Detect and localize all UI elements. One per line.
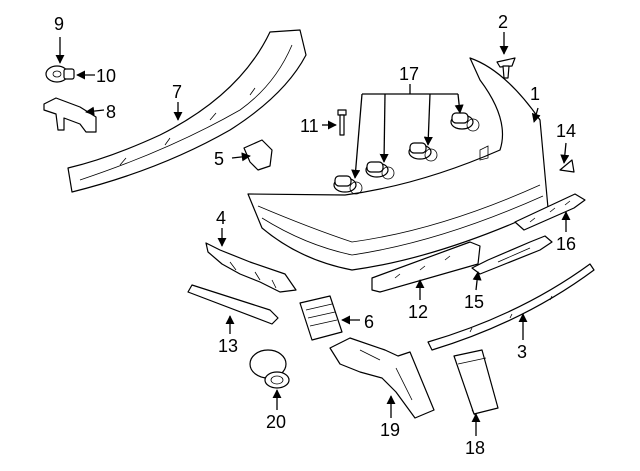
- part-13-reflector[interactable]: [187, 284, 279, 325]
- leader-17-c: [423, 93, 433, 146]
- callout-1: 1: [530, 84, 540, 104]
- part-6-grille[interactable]: [299, 295, 343, 341]
- part-17-sensors[interactable]: [333, 112, 480, 195]
- part-4-bracket[interactable]: [205, 242, 297, 293]
- leader-1: [531, 107, 541, 123]
- part-3-lower-strip[interactable]: [427, 263, 595, 351]
- part-18-control-module[interactable]: [453, 349, 499, 421]
- part-1-bumper-cover[interactable]: [247, 57, 549, 271]
- leader-lines: [55, 32, 571, 436]
- callout-4: 4: [216, 208, 226, 228]
- callout-20: 20: [266, 412, 286, 432]
- callout-labels: 1 2 3 4 5 6 7 8 9 10 11 12 13 14 15 16 1…: [54, 12, 576, 458]
- part-11-bolt[interactable]: [337, 109, 347, 136]
- leader-17-d: [454, 93, 464, 114]
- callout-17: 17: [399, 64, 419, 84]
- leader-15: [472, 271, 482, 291]
- part-19-bracket[interactable]: [329, 337, 435, 419]
- callout-14: 14: [556, 121, 576, 141]
- part-7-reinforcement[interactable]: [67, 29, 307, 193]
- leader-14: [560, 142, 570, 164]
- callout-10: 10: [96, 66, 116, 86]
- callout-8: 8: [106, 102, 116, 122]
- callout-19: 19: [380, 420, 400, 440]
- callout-3: 3: [517, 342, 527, 362]
- callout-9: 9: [54, 14, 64, 34]
- part-15-bracket[interactable]: [471, 235, 553, 275]
- callout-6: 6: [364, 312, 374, 332]
- part-14-clip[interactable]: [559, 159, 575, 173]
- callout-15: 15: [464, 292, 484, 312]
- callout-12: 12: [408, 302, 428, 322]
- part-5-bracket[interactable]: [243, 139, 273, 171]
- part-2-clip[interactable]: [496, 57, 516, 79]
- leader-5: [231, 152, 251, 162]
- leader-17-b: [379, 93, 389, 163]
- callout-11: 11: [300, 116, 319, 136]
- callout-18: 18: [465, 438, 485, 458]
- leader-17-a: [351, 93, 363, 179]
- part-20-sensor-holder[interactable]: [249, 349, 290, 389]
- callout-5: 5: [214, 149, 224, 169]
- callout-16: 16: [556, 234, 576, 254]
- part-10-nut[interactable]: [63, 68, 75, 80]
- part-16-bracket[interactable]: [514, 193, 586, 231]
- part-12-step-pad[interactable]: [371, 241, 481, 293]
- callout-13: 13: [218, 336, 238, 356]
- callout-7: 7: [172, 82, 182, 102]
- callout-2: 2: [498, 12, 508, 32]
- leader-8: [85, 106, 105, 116]
- part-8-bracket[interactable]: [43, 97, 97, 133]
